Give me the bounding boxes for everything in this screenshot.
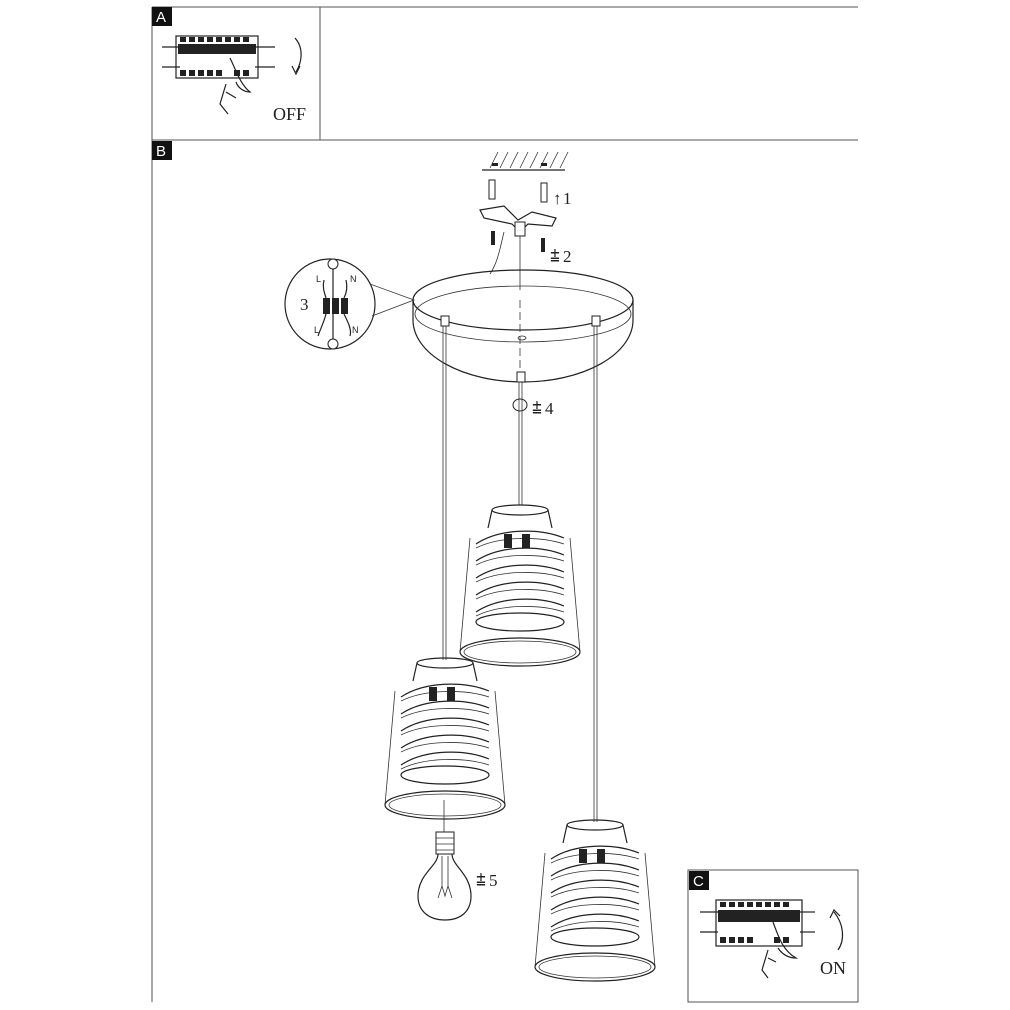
- step-1-number: 1: [563, 189, 572, 208]
- panel-a: A OFF: [152, 7, 306, 124]
- lamp-shade-right: [534, 819, 656, 982]
- shade-band-bottom: [550, 927, 640, 947]
- shade-band-bottom: [475, 612, 565, 632]
- panel-c: C ON: [687, 869, 859, 1003]
- step-4-number: 4: [545, 399, 554, 418]
- shade-band: [400, 717, 490, 732]
- panel-c-label-box: [689, 871, 709, 890]
- shade-rim-inner: [538, 955, 652, 979]
- socket-mark: [597, 849, 605, 863]
- shade-band: [400, 734, 490, 749]
- shade-band-edge: [475, 589, 565, 600]
- shade-band: [475, 581, 565, 596]
- panel-b: B ↑ 1 ⩲ 2: [152, 141, 656, 982]
- wire-label-l-top: L: [316, 274, 321, 284]
- shade-band: [475, 598, 565, 613]
- shade-band: [475, 564, 565, 579]
- shade-band-edge: [475, 572, 565, 583]
- wire-label-n-bottom: N: [352, 325, 359, 335]
- shade-band: [550, 862, 640, 877]
- step-3-number: 3: [300, 295, 309, 314]
- shade-cap-top: [491, 504, 549, 516]
- panel-b-label: B: [156, 143, 166, 160]
- breaker-switch-on-icon: [700, 899, 844, 979]
- shade-band: [550, 845, 640, 860]
- socket-mark: [579, 849, 587, 863]
- shade-band: [550, 879, 640, 894]
- cable-grip-icon: [512, 398, 528, 412]
- shade-band: [400, 700, 490, 715]
- shade-band-edge: [475, 606, 565, 617]
- pendant-cables: [442, 326, 598, 822]
- light-bulb-icon: [417, 800, 472, 921]
- shade-band-edge: [550, 870, 640, 881]
- socket-mark: [522, 534, 530, 548]
- shade-band-edge: [475, 538, 565, 549]
- shade-band-edge: [550, 921, 640, 932]
- shade-band-edge: [400, 725, 490, 736]
- shade-cap-top: [416, 657, 474, 669]
- shade-band-edge: [475, 555, 565, 566]
- panel-b-label-box: [152, 141, 172, 160]
- shade-band-edge: [400, 708, 490, 719]
- shade-rim: [384, 790, 506, 820]
- lamp-shade-left: [384, 657, 506, 820]
- step-2-screw-symbol: ⩲: [550, 247, 560, 266]
- shade-rim: [459, 637, 581, 667]
- wall-plug-icon: [488, 179, 548, 203]
- shade-cap-side: [562, 824, 628, 844]
- shade-rim-inner: [463, 640, 577, 664]
- step-2-number: 2: [563, 247, 572, 266]
- lamp-shade-middle: [459, 504, 581, 667]
- shade-band-edge: [550, 887, 640, 898]
- off-caption: OFF: [273, 104, 306, 124]
- page-frame: [151, 6, 858, 1002]
- shade-glass-side: [459, 537, 581, 653]
- panel-a-label: A: [156, 9, 166, 26]
- step-5-number: 5: [489, 871, 498, 890]
- shade-rim-inner: [388, 793, 502, 817]
- shade-band: [550, 913, 640, 928]
- wiring-detail: 3 L N L N: [284, 258, 416, 350]
- shade-glass-side: [534, 852, 656, 968]
- ceiling-icon: [482, 151, 569, 171]
- shade-cap-top: [566, 819, 624, 831]
- screw-icon: [491, 231, 545, 252]
- shade-band: [475, 530, 565, 545]
- shade-band-edge: [550, 904, 640, 915]
- socket-mark: [429, 687, 437, 701]
- shade-band: [550, 896, 640, 911]
- shade-cap-side: [487, 509, 553, 529]
- on-caption: ON: [820, 958, 846, 978]
- shade-rim: [534, 952, 656, 982]
- shade-band-edge: [400, 691, 490, 702]
- step-1-arrow: ↑: [553, 189, 562, 208]
- shade-band: [400, 683, 490, 698]
- socket-mark: [504, 534, 512, 548]
- step-5-screw-symbol: ⩲: [476, 871, 486, 890]
- wire-label-n-top: N: [350, 274, 357, 284]
- shade-cap-side: [412, 662, 478, 682]
- shade-band-edge: [400, 759, 490, 770]
- socket-mark: [447, 687, 455, 701]
- panel-a-label-box: [152, 7, 172, 26]
- shade-band-edge: [400, 742, 490, 753]
- shade-band-bottom: [400, 765, 490, 785]
- panel-c-label: C: [693, 873, 704, 890]
- breaker-switch-off-icon: [162, 35, 302, 115]
- shade-band: [400, 751, 490, 766]
- wire-label-l-bottom: L: [314, 325, 319, 335]
- shade-band: [475, 547, 565, 562]
- step-4-screw-symbol: ⩲: [532, 399, 542, 418]
- shade-band-edge: [550, 853, 640, 864]
- shade-glass-side: [384, 690, 506, 806]
